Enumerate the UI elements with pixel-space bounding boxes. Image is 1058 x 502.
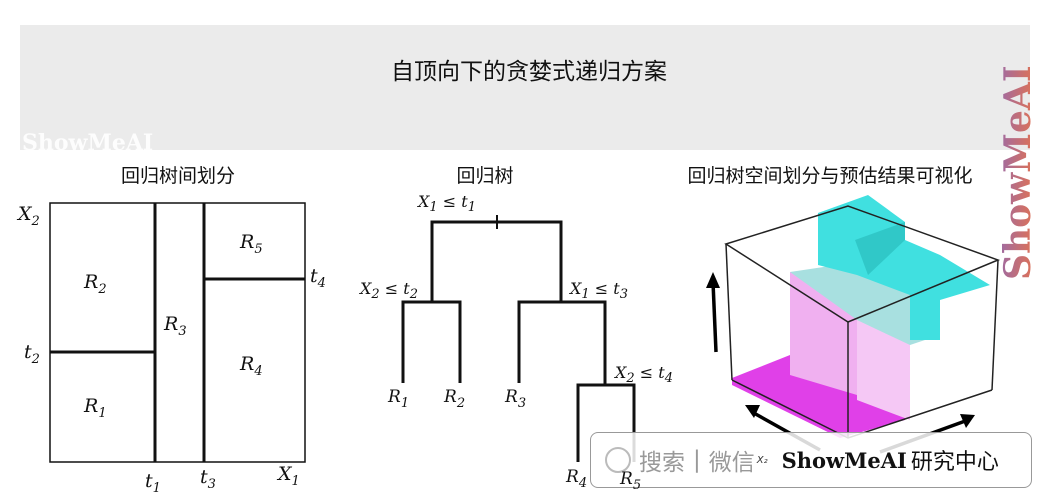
side-watermark: ShowMeAI	[1000, 65, 1039, 280]
surface-low	[732, 355, 905, 438]
region-r3: R3	[163, 313, 187, 339]
region-r1: R1	[83, 395, 107, 421]
leaf-r4: R4	[565, 467, 587, 491]
partition-diagram	[49, 202, 306, 463]
region-r5: R5	[239, 231, 263, 257]
tree-diagram	[401, 215, 636, 462]
svg-text:ShowMeAI: ShowMeAI	[1000, 65, 1039, 280]
node-right: X1 ≤ t3	[568, 279, 628, 302]
surface-high-step	[855, 222, 905, 275]
badge-wechat: 微信	[708, 450, 755, 476]
region-r2: R2	[83, 271, 107, 297]
region-r4: R4	[239, 353, 263, 379]
label-t3: t3	[200, 466, 216, 492]
label-t2: t2	[24, 341, 40, 367]
badge-brand: ShowMeAI	[781, 447, 907, 473]
panel-title-partition: 回归树间划分	[121, 165, 235, 187]
label-x2: X2	[16, 203, 40, 229]
badge-search: 搜索	[639, 450, 685, 476]
badge-separator: |	[693, 447, 701, 473]
node-root: X1 ≤ t1	[416, 192, 476, 215]
label-t4: t4	[310, 265, 326, 291]
node-right-right: X2 ≤ t4	[613, 363, 673, 386]
leaf-r1: R1	[387, 387, 409, 411]
title-banner	[20, 25, 1030, 150]
search-badge: 搜索 | 微信 X₂ ShowMeAI 研究中心	[590, 432, 1032, 488]
label-t1: t1	[145, 470, 161, 496]
node-left: X2 ≤ t2	[358, 279, 418, 302]
surface-high	[818, 195, 990, 340]
page-title: 自顶向下的贪婪式递归方案	[391, 59, 667, 85]
axis-label-x2: X₂	[756, 454, 768, 466]
leaf-r2: R2	[443, 387, 465, 411]
label-x1: X1	[276, 463, 300, 489]
watermark-logo: ShowMeAI	[22, 130, 154, 156]
panel-title-3d: 回归树空间划分与预估结果可视化	[687, 165, 972, 187]
search-icon	[605, 447, 631, 473]
leaf-r3: R3	[504, 387, 526, 411]
panel-title-tree: 回归树	[456, 165, 513, 187]
plot-3d	[706, 195, 1001, 454]
badge-suffix: 研究中心	[910, 450, 999, 475]
